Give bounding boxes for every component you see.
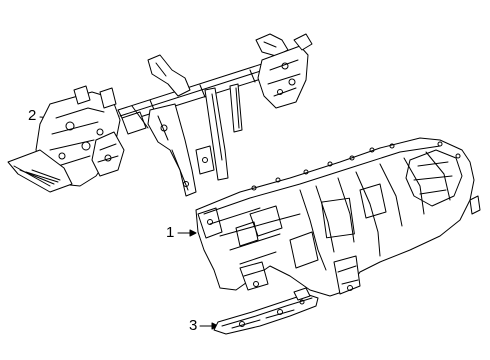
part-1-instrument-panel-carrier [195,137,481,297]
callout-label-1: 1 [166,224,175,241]
callout-label-3: 3 [189,317,198,334]
part-3-lower-bracket [213,287,319,335]
leader-line-1 [177,229,197,237]
callout-label-2: 2 [28,107,37,124]
part-2-cross-car-beam [7,33,313,197]
